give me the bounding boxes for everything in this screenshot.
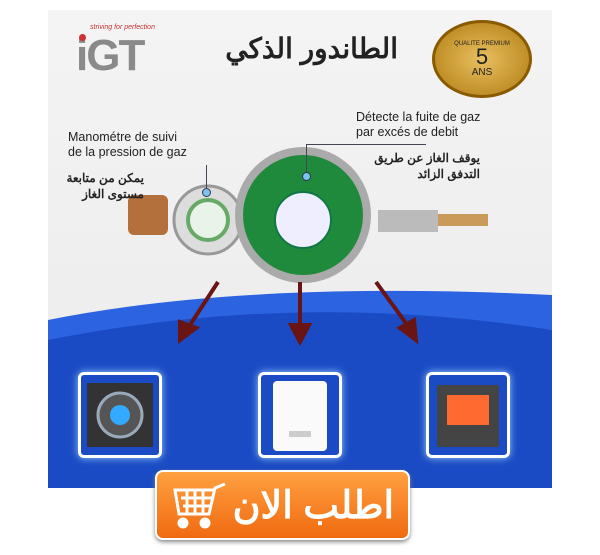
- text-line: مستوى الغاز: [82, 187, 144, 201]
- brand-tagline: striving for perfection: [90, 24, 155, 31]
- order-now-label: اطلب الان: [232, 484, 394, 527]
- logo-dot: [79, 34, 86, 41]
- text-line: التدفق الزائد: [417, 167, 480, 181]
- igt-logo: iGT: [76, 26, 166, 80]
- text-line: Manométre de suivi: [68, 130, 178, 144]
- callout-line: [306, 144, 307, 174]
- gas-stove-card: [78, 372, 162, 458]
- gas-stove-icon: [87, 383, 153, 447]
- gas-heater-icon: [437, 385, 499, 447]
- order-now-button[interactable]: اطلب الان: [155, 470, 410, 540]
- manometer-label-fr: Manométre de suivi de la pression de gaz: [68, 130, 187, 160]
- warranty-seal: QUALITE PREMIUM 5 ANS: [432, 20, 532, 98]
- leak-label-fr: Détecte la fuite de gaz par excés de deb…: [356, 110, 480, 140]
- arrows: [178, 280, 419, 347]
- callout-line: [306, 144, 426, 145]
- text-line: de la pression de gaz: [68, 145, 187, 159]
- gas-regulator: [128, 147, 488, 283]
- seal-ring-text: QUALITE PREMIUM: [454, 40, 510, 47]
- product-ad: iGT striving for perfection الطاندور الذ…: [48, 10, 552, 488]
- text-line: يوقف الغاز عن طريق: [374, 151, 480, 165]
- callout-dot: [302, 172, 311, 181]
- text-line: par excés de debit: [356, 125, 459, 139]
- brand-name: iGT: [76, 31, 145, 80]
- callout-line: [206, 165, 207, 190]
- seal-unit: ANS: [471, 66, 493, 78]
- gas-heater-card: [426, 372, 510, 458]
- callout-dot: [202, 188, 211, 197]
- water-heater-icon: [273, 381, 327, 451]
- seal-number: 5: [475, 43, 489, 69]
- water-heater-card: [258, 372, 342, 458]
- text-line: يمكن من متابعة: [66, 171, 144, 185]
- shopping-cart-icon: [173, 482, 226, 529]
- text-line: Détecte la fuite de gaz: [356, 110, 481, 124]
- manometer-label-ar: يمكن من متابعة مستوى الغاز: [58, 170, 144, 202]
- product-title: الطاندور الذكي: [225, 33, 398, 64]
- leak-label-ar: يوقف الغاز عن طريق التدفق الزائد: [368, 150, 480, 182]
